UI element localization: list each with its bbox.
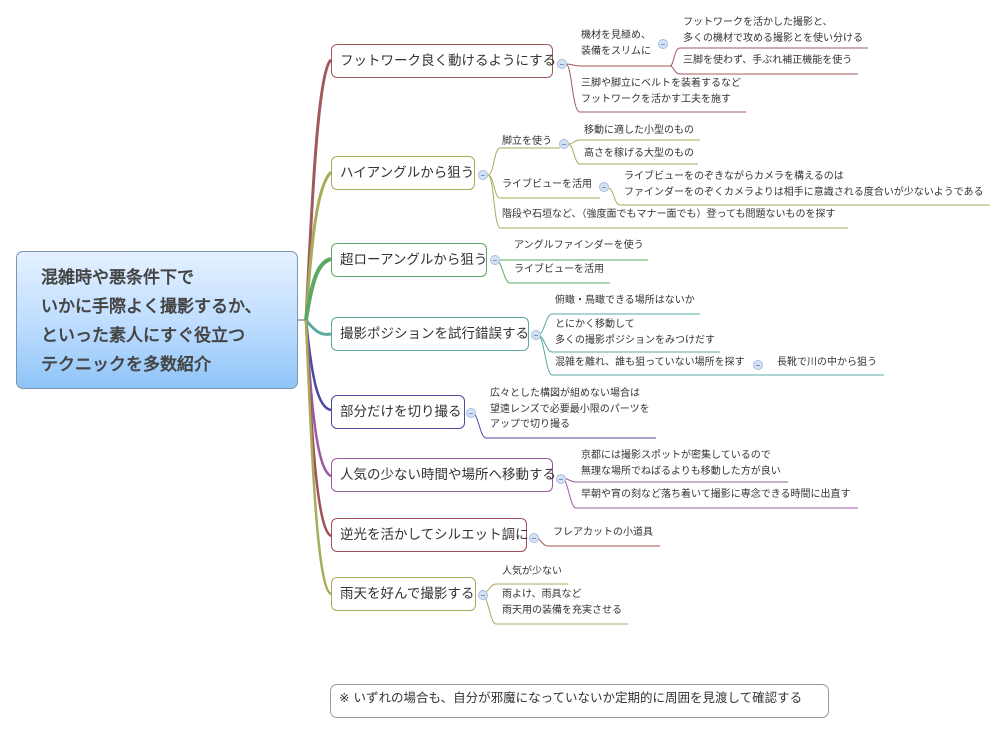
topic-label: 逆光を活かしてシルエット調に [340, 527, 529, 543]
subtopic-line: 俯瞰・鳥瞰できる場所はないか [555, 295, 695, 306]
subtopic-line: 混雑を離れ、誰も狙っていない場所を探す [555, 357, 745, 368]
subtopic-line: 人気が少ない [502, 566, 562, 577]
collapse-icon[interactable] [599, 182, 609, 192]
central-topic-line: テクニックを多数紹介 [41, 355, 211, 375]
subtopic-line: アップで切り撮る [490, 419, 570, 430]
subtopic-equipment-slim[interactable]: 機材を見極め、 装備をスリムに [581, 28, 651, 59]
subtopic-use-properly[interactable]: フットワークを活かした撮影と、 多くの機材で攻める撮影とを使い分ける [683, 15, 863, 46]
collapse-icon[interactable] [559, 139, 569, 149]
subtopic-large-ladder[interactable]: 高さを稼げる大型のもの [584, 146, 694, 162]
topic-label: ハイアングルから狙う [340, 165, 475, 181]
collapse-icon[interactable] [753, 360, 763, 370]
subtopic-line: ライブビューをのぞきながらカメラを構えるのは [624, 171, 844, 182]
subtopic-line: 雨よけ、雨具など [502, 589, 582, 600]
topic-label: 人気の少ない時間や場所へ移動する [340, 467, 556, 483]
collapse-icon[interactable] [557, 59, 567, 69]
subtopic-leave-crowd[interactable]: 混雑を離れ、誰も狙っていない場所を探す [555, 355, 745, 371]
subtopic-line: ファインダーをのぞくカメラよりは相手に意識される度合いが少ないようである [624, 186, 984, 198]
subtopic-line: 機材を見極め、 [581, 30, 651, 41]
subtopic-keep-moving[interactable]: とにかく移動して 多くの撮影ポジションをみつけだす [555, 317, 715, 348]
subtopic-liveview-high[interactable]: ライブビューを活用 [502, 177, 592, 193]
topic-footwork[interactable]: フットワーク良く動けるようにする [331, 44, 557, 78]
subtopic-flare-cut[interactable]: フレアカットの小道具 [553, 525, 653, 541]
subtopic-line: 早朝や宵の刻など落ち着いて撮影に専念できる時間に出直す [581, 489, 851, 500]
subtopic-overlook[interactable]: 俯瞰・鳥瞰できる場所はないか [555, 293, 695, 309]
subtopic-line: 三脚を使わず、手ぶれ補正機能を使う [683, 55, 853, 66]
central-topic-line: いかに手際よく撮影するか、 [41, 297, 262, 317]
subtopic-line: 望遠レンズで必要最小限のパーツを [490, 403, 650, 415]
floating-note[interactable]: ※ いずれの場合も、自分が邪魔になっていないか定期的に周囲を見渡して確認する [330, 684, 829, 718]
subtopic-line: 移動に適した小型のもの [584, 125, 694, 136]
subtopic-line: ライブビューを活用 [502, 179, 592, 190]
subtopic-stepladder[interactable]: 脚立を使う [502, 134, 552, 150]
topic-label: 部分だけを切り撮る [340, 404, 462, 420]
subtopic-line: 長靴で川の中から狙う [777, 357, 877, 368]
subtopic-line: 三脚や脚立にベルトを装着するなど [581, 78, 741, 89]
subtopic-line: 広々とした構図が組めない場合は [490, 388, 640, 399]
topic-quiet-time[interactable]: 人気の少ない時間や場所へ移動する [331, 458, 556, 492]
subtopic-line: 雨天用の装備を充実させる [502, 604, 622, 616]
collapse-icon[interactable] [478, 170, 488, 180]
topic-label: 超ローアングルから狙う [340, 252, 488, 268]
subtopic-line: 多くの撮影ポジションをみつけだす [555, 334, 715, 346]
subtopic-rain-gear[interactable]: 雨よけ、雨具など 雨天用の装備を充実させる [502, 587, 622, 618]
collapse-icon[interactable] [529, 533, 539, 543]
subtopic-telephoto[interactable]: 広々とした構図が組めない場合は 望遠レンズで必要最小限のパーツを アップで切り撮… [490, 386, 650, 433]
subtopic-angle-finder[interactable]: アングルファインダーを使う [514, 238, 644, 254]
subtopic-line: フットワークを活かした撮影と、 [683, 17, 833, 28]
collapse-icon[interactable] [556, 474, 566, 484]
subtopic-line: 装備をスリムに [581, 45, 651, 57]
subtopic-small-ladder[interactable]: 移動に適した小型のもの [584, 123, 694, 139]
topic-crop-part[interactable]: 部分だけを切り撮る [331, 395, 465, 429]
subtopic-few-people[interactable]: 人気が少ない [502, 564, 562, 580]
topic-rainy-day[interactable]: 雨天を好んで撮影する [331, 577, 476, 611]
collapse-icon[interactable] [658, 39, 668, 49]
central-topic-line: 混雑時や悪条件下で [41, 268, 194, 288]
subtopic-stairs[interactable]: 階段や石垣など、（強度面でもマナー面でも）登っても問題ないものを探す [502, 207, 836, 223]
subtopic-line: 高さを稼げる大型のもの [584, 148, 694, 159]
topic-low-angle[interactable]: 超ローアングルから狙う [331, 243, 487, 277]
subtopic-line: 脚立を使う [502, 136, 552, 147]
collapse-icon[interactable] [531, 330, 541, 340]
topic-label: 撮影ポジションを試行錯誤する [340, 326, 529, 342]
topic-position-trial[interactable]: 撮影ポジションを試行錯誤する [331, 317, 529, 351]
subtopic-line: 無理な場所でねばるよりも移動した方が良い [581, 465, 781, 477]
subtopic-line: アングルファインダーを使う [514, 240, 644, 251]
subtopic-line: とにかく移動して [555, 319, 635, 330]
subtopic-line: 京都には撮影スポットが密集しているので [581, 450, 771, 461]
note-text: ※ いずれの場合も、自分が邪魔になっていないか定期的に周囲を見渡して確認する [339, 690, 803, 705]
subtopic-boots-river[interactable]: 長靴で川の中から狙う [777, 355, 877, 371]
subtopic-line: フットワークを活かす工夫を施す [581, 93, 731, 105]
central-topic-line: といった素人にすぐ役立つ [41, 326, 246, 346]
subtopic-line: ライブビューを活用 [514, 264, 604, 275]
topic-label: 雨天を好んで撮影する [340, 586, 475, 602]
collapse-icon[interactable] [466, 408, 476, 418]
subtopic-early-morning[interactable]: 早朝や宵の刻など落ち着いて撮影に専念できる時間に出直す [581, 487, 851, 503]
subtopic-belt[interactable]: 三脚や脚立にベルトを装着するなど フットワークを活かす工夫を施す [581, 76, 741, 107]
subtopic-liveview-low[interactable]: ライブビューを活用 [514, 262, 604, 278]
topic-high-angle[interactable]: ハイアングルから狙う [331, 156, 475, 190]
subtopic-kyoto[interactable]: 京都には撮影スポットが密集しているので 無理な場所でねばるよりも移動した方が良い [581, 448, 781, 479]
topic-backlight[interactable]: 逆光を活かしてシルエット調に [331, 518, 529, 552]
collapse-icon[interactable] [490, 255, 500, 265]
subtopic-line: 多くの機材で攻める撮影とを使い分ける [683, 32, 863, 44]
subtopic-line: 階段や石垣など、（強度面でもマナー面でも）登っても問題ないものを探す [502, 209, 836, 220]
subtopic-no-tripod[interactable]: 三脚を使わず、手ぶれ補正機能を使う [683, 53, 852, 69]
central-topic[interactable]: 混雑時や悪条件下で いかに手際よく撮影するか、 といった素人にすぐ役立つ テクニ… [16, 251, 298, 389]
subtopic-liveview-note[interactable]: ライブビューをのぞきながらカメラを構えるのは ファインダーをのぞくカメラよりは相… [624, 169, 984, 200]
topic-label: フットワーク良く動けるようにする [340, 53, 557, 69]
collapse-icon[interactable] [478, 590, 488, 600]
subtopic-line: フレアカットの小道具 [553, 527, 653, 538]
